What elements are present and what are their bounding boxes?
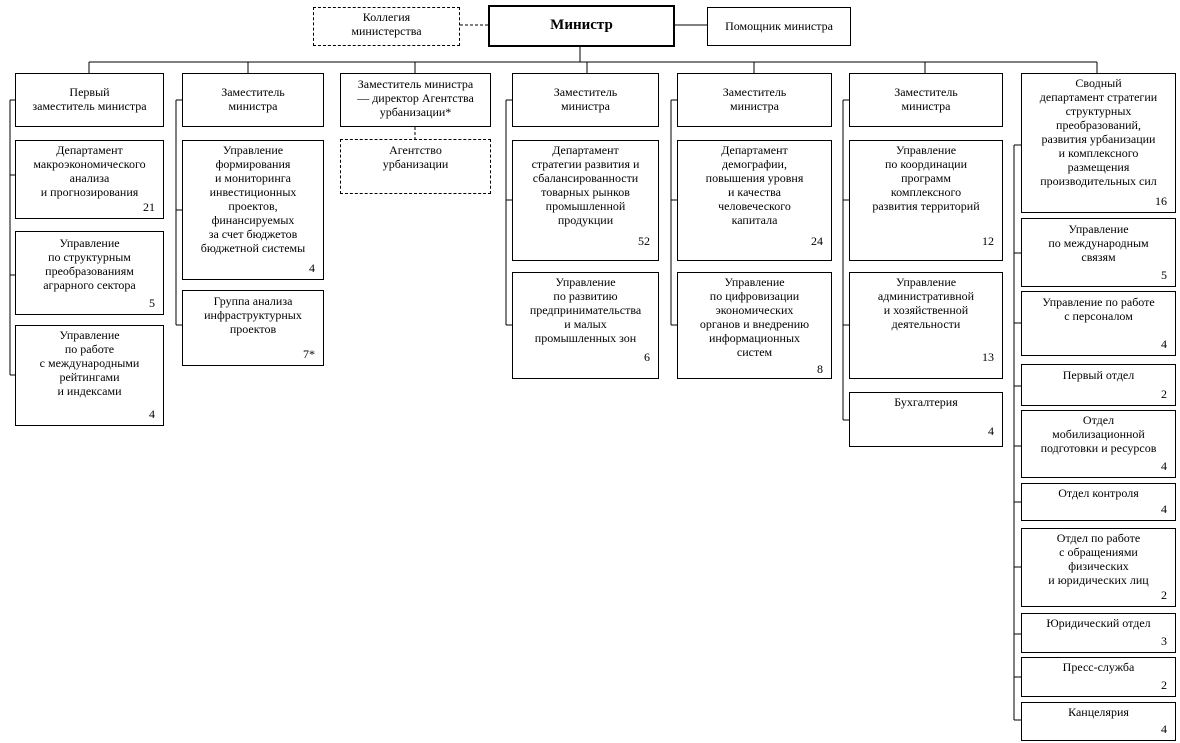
column-head-label: Заместитель министра [221,85,285,113]
staff-count: 4 [149,407,155,421]
right-unit-box: Отдел по работе с обращениями физических… [1021,528,1176,607]
right-unit-box: Сводный департамент стратегии структурны… [1021,73,1176,213]
column-head-label: Заместитель министра [722,85,787,113]
minister-box: Министр [488,5,675,47]
right-unit-box: Отдел мобилизационной подготовки и ресур… [1021,410,1176,478]
deputy-head: Заместитель министра [677,73,832,127]
right-unit-box: Отдел контроля 4 [1021,483,1176,521]
unit-box: Группа анализа инфраструктурных проектов… [182,290,324,366]
collegium-label: Коллегия министерства [351,10,422,38]
staff-count: 21 [143,200,155,214]
unit-title: Бухгалтерия [894,395,958,409]
staff-count: 5 [149,296,155,310]
staff-count: 4 [309,261,315,275]
unit-box: Управление формирования и мониторинга ин… [182,140,324,280]
column-head-label: Заместитель министра [894,85,958,113]
urbanization-agency-box: Агентство урбанизации [340,139,491,194]
staff-count: 4 [1161,337,1167,351]
unit-title: Управление по координации программ компл… [872,143,980,213]
staff-count: 4 [1161,502,1167,516]
unit-title: Отдел по работе с обращениями физических… [1048,531,1149,587]
right-unit-box: Пресс-служба 2 [1021,657,1176,697]
assistant-label: Помощник министра [725,19,833,33]
staff-count: 52 [638,234,650,248]
staff-count: 4 [1161,459,1167,473]
unit-title: Управление по цифровизации экономических… [699,275,810,359]
unit-title: Управление по структурным преобразования… [43,236,136,292]
right-unit-box: Юридический отдел 3 [1021,613,1176,653]
unit-title: Группа анализа инфраструктурных проектов [204,294,302,336]
staff-count: 13 [982,350,994,364]
staff-count: 3 [1161,634,1167,648]
unit-title: Пресс-служба [1062,660,1135,674]
deputy-urbanization-head: Заместитель министра — директор Агентств… [340,73,491,127]
staff-count: 7* [303,347,315,361]
unit-title: Управление формирования и мониторинга ин… [200,143,306,255]
staff-count: 16 [1155,194,1167,208]
unit-title: Департамент демографии, повышения уровня… [705,143,804,227]
unit-title: Управление по развитию предпринимательст… [529,275,642,345]
unit-box: Управление по развитию предпринимательст… [512,272,659,379]
unit-title: Управление административной и хозяйствен… [877,275,975,331]
deputy-head: Заместитель министра [182,73,324,127]
unit-title: Управление по работе с персоналом [1042,295,1155,323]
unit-box: Управление по координации программ компл… [849,140,1003,261]
unit-box: Департамент макроэкономического анализа … [15,140,164,219]
staff-count: 4 [988,424,994,438]
unit-title: Управление по работе с международными ре… [39,328,140,398]
column-head-label: Заместитель министра [553,85,618,113]
right-unit-box: Управление по работе с персоналом 4 [1021,291,1176,356]
unit-title: Агентство урбанизации [382,143,449,171]
unit-box: Управление административной и хозяйствен… [849,272,1003,379]
staff-count: 24 [811,234,823,248]
column-head-label: Заместитель министра — директор Агентств… [357,77,474,119]
unit-title: Юридический отдел [1046,616,1151,630]
unit-box: Управление по работе с международными ре… [15,325,164,426]
unit-box: Департамент демографии, повышения уровня… [677,140,832,261]
unit-title: Сводный департамент стратегии структурны… [1039,76,1158,188]
staff-count: 5 [1161,268,1167,282]
staff-count: 2 [1161,678,1167,692]
unit-title: Департамент макроэкономического анализа … [33,143,146,199]
minister-label: Министр [550,17,613,33]
assistant-box: Помощник министра [707,7,851,46]
unit-title: Отдел мобилизационной подготовки и ресур… [1040,413,1157,455]
unit-box: Управление по цифровизации экономических… [677,272,832,379]
staff-count: 2 [1161,387,1167,401]
right-unit-box: Управление по международным связям 5 [1021,218,1176,287]
deputy-head: Заместитель министра [849,73,1003,127]
deputy-head: Заместитель министра [512,73,659,127]
staff-count: 12 [982,234,994,248]
staff-count: 4 [1161,722,1167,736]
staff-count: 2 [1161,588,1167,602]
right-unit-box: Канцелярия 4 [1021,702,1176,741]
unit-title: Управление по международным связям [1048,222,1149,264]
unit-box: Управление по структурным преобразования… [15,231,164,315]
staff-count: 6 [644,350,650,364]
first-deputy-head: Первый заместитель министра [15,73,164,127]
collegium-box: Коллегия министерства [313,7,460,46]
unit-title: Канцелярия [1068,705,1129,719]
unit-box: Бухгалтерия 4 [849,392,1003,447]
unit-title: Отдел контроля [1058,486,1139,500]
unit-title: Департамент стратегии развития и сбаланс… [531,143,640,227]
unit-box: Департамент стратегии развития и сбаланс… [512,140,659,261]
column-head-label: Первый заместитель министра [32,85,147,113]
staff-count: 8 [817,362,823,376]
unit-title: Первый отдел [1062,368,1135,382]
right-unit-box: Первый отдел 2 [1021,364,1176,406]
